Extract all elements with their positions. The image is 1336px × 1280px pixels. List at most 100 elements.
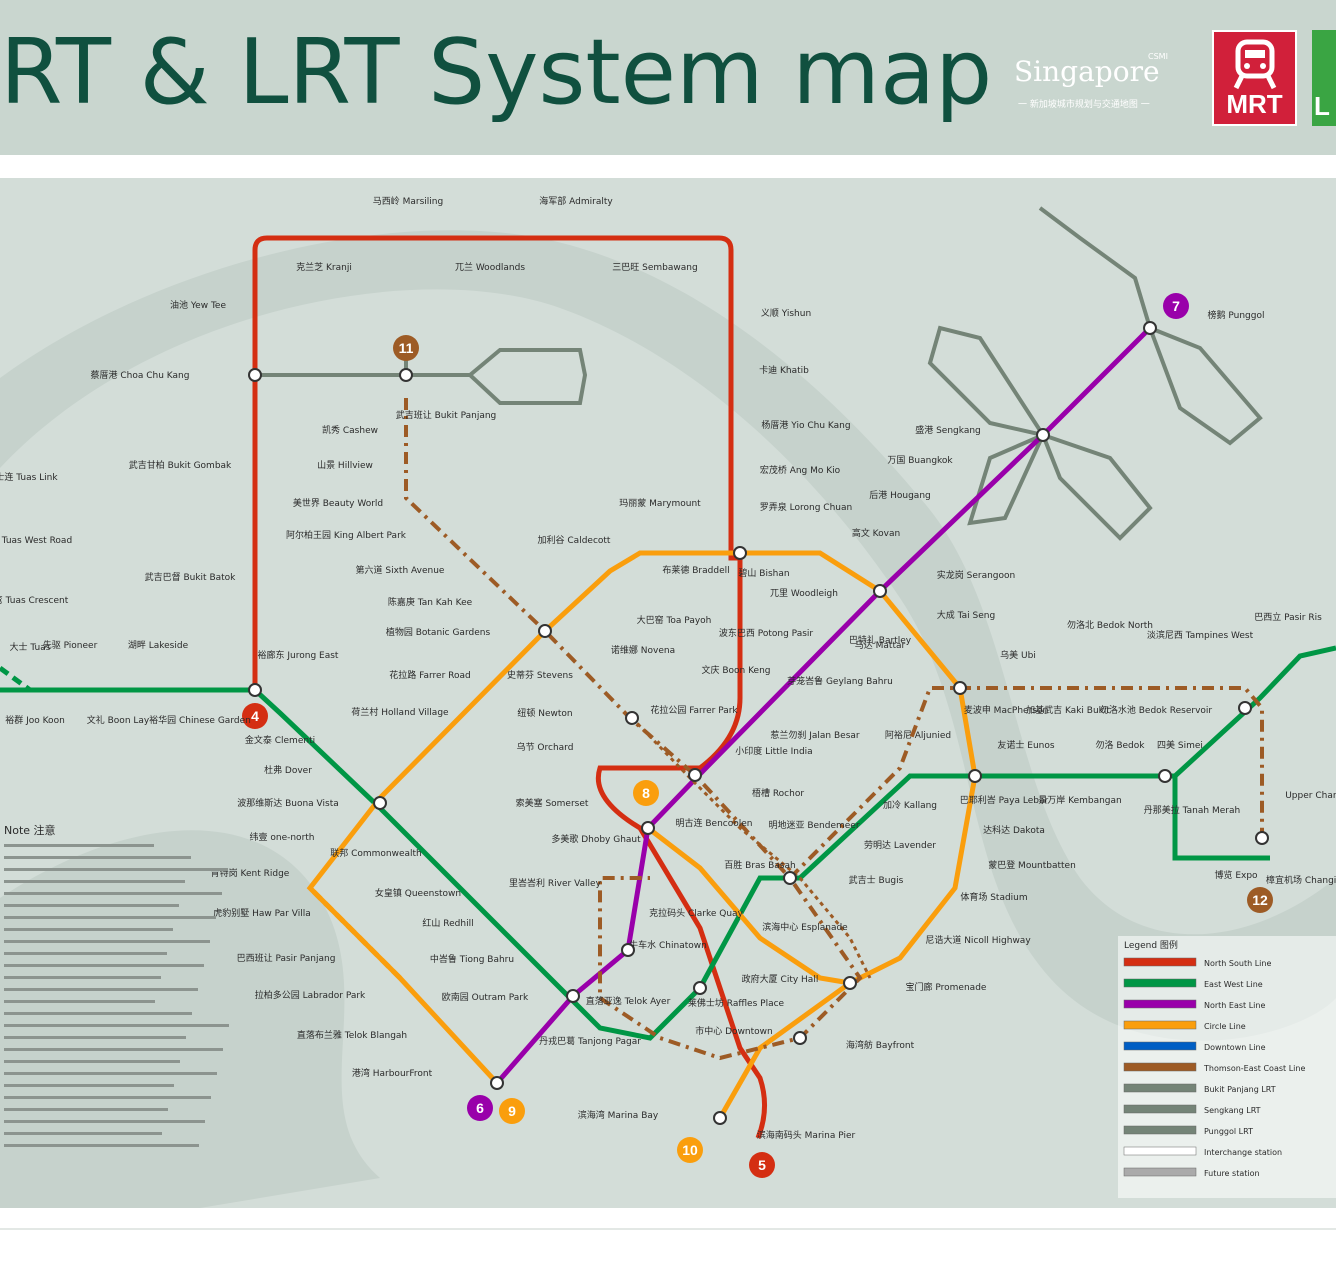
station-yishun[interactable]: 义顺 Yishun xyxy=(761,308,811,319)
station-woodlands[interactable]: 兀兰 Woodlands xyxy=(455,261,525,273)
north-east-line[interactable] xyxy=(495,326,1152,1085)
station-admiralty[interactable]: 海军部 Admiralty xyxy=(539,195,613,207)
station-mountbatten[interactable]: 蒙巴登 Mountbatten xyxy=(988,859,1076,871)
station-outram-park[interactable]: 欧南园 Outram Park xyxy=(442,991,529,1003)
station-kent-ridge[interactable]: 肯特岗 Kent Ridge xyxy=(211,867,290,879)
station-toa-payoh[interactable]: 大巴窑 Toa Payoh xyxy=(637,614,712,626)
station-pasir-ris[interactable]: 巴西立 Pasir Ris xyxy=(1254,611,1322,623)
station-queenstown[interactable]: 女皇镇 Queenstown xyxy=(375,887,461,899)
station-lakeside[interactable]: 湖畔 Lakeside xyxy=(128,639,189,651)
station-somerset[interactable]: 索美塞 Somerset xyxy=(516,797,589,809)
station-beauty-world[interactable]: 美世界 Beauty World xyxy=(293,497,383,509)
station-lavender[interactable]: 劳明达 Lavender xyxy=(864,839,936,851)
station-lorong-chuan[interactable]: 罗弄泉 Lorong Chuan xyxy=(760,501,852,513)
station-stevens[interactable]: 史蒂芬 Stevens xyxy=(507,669,573,681)
station-tanjong-pagar[interactable]: 丹戎巴葛 Tanjong Pagar xyxy=(539,1035,641,1047)
station-marina-south-pier[interactable]: 滨海南码头 Marina Pier xyxy=(757,1129,856,1141)
station-stadium[interactable]: 体育场 Stadium xyxy=(960,891,1027,903)
station-buangkok[interactable]: 万国 Buangkok xyxy=(887,455,953,466)
station-macpherson[interactable]: 麦波申 MacPherson xyxy=(964,704,1048,716)
station-woodleigh[interactable]: 兀里 Woodleigh xyxy=(770,588,838,599)
station-pasir-panjang[interactable]: 巴西班让 Pasir Panjang xyxy=(237,952,336,964)
station-joo-koon[interactable]: 裕群 Joo Koon xyxy=(5,714,65,726)
station-expo[interactable]: 博览 Expo xyxy=(1214,869,1258,881)
station-khatib[interactable]: 卡迪 Khatib xyxy=(759,364,809,376)
station-clarke-quay[interactable]: 克拉码头 Clarke Quay xyxy=(649,907,743,919)
station-boon-keng[interactable]: 文庆 Boon Keng xyxy=(701,664,770,676)
station-yio-chu-kang[interactable]: 杨厝港 Yio Chu Kang xyxy=(761,419,850,431)
station-novena[interactable]: 诺维娜 Novena xyxy=(611,644,675,656)
station-redhill[interactable]: 红山 Redhill xyxy=(422,917,473,929)
station-boon-lay[interactable]: 文礼 Boon Lay xyxy=(87,714,150,726)
station-tuas-west[interactable]: 大士西 Tuas West Road xyxy=(0,534,72,546)
station-dakota[interactable]: 达科达 Dakota xyxy=(983,824,1045,836)
station-geylang-bahru[interactable]: 芽笼峇鲁 Geylang Bahru xyxy=(787,675,893,687)
station-little-india[interactable]: 小印度 Little India xyxy=(735,745,812,757)
station-bedok-north[interactable]: 勿洛北 Bedok North xyxy=(1067,619,1153,631)
station-kranji[interactable]: 克兰芝 Kranji xyxy=(296,261,352,273)
station-bayfront[interactable]: 海湾舫 Bayfront xyxy=(846,1039,915,1051)
station-yew-tee[interactable]: 油池 Yew Tee xyxy=(170,299,226,311)
station-downtown[interactable]: 市中心 Downtown xyxy=(695,1025,772,1037)
station-jurong-east[interactable]: 裕廊东 Jurong East xyxy=(258,649,339,661)
station-potong-pasir[interactable]: 波东巴西 Potong Pasir xyxy=(719,627,814,639)
station-farrer-park[interactable]: 花拉公园 Farrer Park xyxy=(650,704,738,716)
sengkang-lrt[interactable] xyxy=(927,325,1047,526)
station-changi-airport[interactable]: 樟宜机场 Changi Airport xyxy=(1266,874,1336,886)
station-tanah-merah[interactable]: 丹那美拉 Tanah Merah xyxy=(1144,804,1240,816)
station-marina-bay[interactable]: 滨海湾 Marina Bay xyxy=(578,1109,659,1121)
station-bedok[interactable]: 勿洛 Bedok xyxy=(1095,739,1145,751)
station-bedok-reservoir[interactable]: 勿洛水池 Bedok Reservoir xyxy=(1100,704,1213,716)
station-cashew[interactable]: 凯秀 Cashew xyxy=(322,424,378,436)
station-aljunied[interactable]: 阿裕尼 Aljunied xyxy=(885,729,951,741)
station-farrer-road[interactable]: 花拉路 Farrer Road xyxy=(389,669,470,681)
station-raffles-place[interactable]: 莱佛士坊 Raffles Place xyxy=(688,997,785,1009)
station-kovan[interactable]: 高文 Kovan xyxy=(852,527,900,539)
station-newton[interactable]: 纽顿 Newton xyxy=(517,707,572,719)
station-bukit-batok[interactable]: 武吉巴督 Bukit Batok xyxy=(145,571,237,583)
station-buona-vista[interactable]: 波那维斯达 Buona Vista xyxy=(237,797,339,809)
station-botanic-gardens[interactable]: 植物园 Botanic Gardens xyxy=(386,626,491,638)
station-bras-basah[interactable]: 百胜 Bras Basah xyxy=(724,860,795,871)
station-tuas-crescent[interactable]: 大士弯 Tuas Crescent xyxy=(0,594,69,606)
station-one-north[interactable]: 纬壹 one-north xyxy=(250,831,315,843)
station-tan-kah-kee[interactable]: 陈嘉庚 Tan Kah Kee xyxy=(388,596,473,608)
station-dover[interactable]: 杜弗 Dover xyxy=(264,764,312,776)
station-bishan[interactable]: 碧山 Bishan xyxy=(738,567,789,579)
station-hillview[interactable]: 山景 Hillview xyxy=(317,460,373,471)
station-sembawang[interactable]: 三巴旺 Sembawang xyxy=(612,262,697,273)
station-tai-seng[interactable]: 大成 Tai Seng xyxy=(937,609,995,621)
station-haw-par-villa[interactable]: 虎豹别墅 Haw Par Villa xyxy=(213,907,310,919)
station-telok-ayer[interactable]: 直落亚逸 Telok Ayer xyxy=(586,995,671,1007)
station-nicoll-highway[interactable]: 尼诰大道 Nicoll Highway xyxy=(925,934,1031,946)
station-marymount[interactable]: 玛丽蒙 Marymount xyxy=(619,497,701,509)
station-pioneer[interactable]: 先驱 Pioneer xyxy=(43,639,98,651)
station-ubi[interactable]: 乌美 Ubi xyxy=(1000,649,1036,661)
station-bugis[interactable]: 武吉士 Bugis xyxy=(849,874,904,886)
station-chinatown[interactable]: 牛车水 Chinatown xyxy=(629,939,707,951)
station-marsiling[interactable]: 马西岭 Marsiling xyxy=(373,195,443,207)
station-bukit-gombak[interactable]: 武吉甘柏 Bukit Gombak xyxy=(129,459,232,471)
station-promenade[interactable]: 宝门廊 Promenade xyxy=(906,981,987,993)
station-labrador-park[interactable]: 拉柏多公园 Labrador Park xyxy=(255,989,366,1001)
station-orchard[interactable]: 乌节 Orchard xyxy=(517,741,574,753)
station-simei[interactable]: 四美 Simei xyxy=(1157,739,1203,751)
station-serangoon[interactable]: 实龙岗 Serangoon xyxy=(937,569,1015,581)
station-tampines-west[interactable]: 淡滨尼西 Tampines West xyxy=(1147,629,1254,641)
station-bartley[interactable]: 巴特礼 Bartley xyxy=(849,634,912,646)
station-city-hall[interactable]: 政府大厦 City Hall xyxy=(742,973,819,985)
thomson-east-coast-line[interactable] xyxy=(630,716,872,979)
station-punggol[interactable]: 榜鹅 Punggol xyxy=(1208,309,1265,321)
station-paya-lebar[interactable]: 巴耶利峇 Paya Lebar xyxy=(960,794,1049,806)
station-tiong-bahru[interactable]: 中峇鲁 Tiong Bahru xyxy=(430,953,514,965)
station-bendemeer[interactable]: 明地迷亚 Bendemeer xyxy=(768,819,859,831)
station-river-valley[interactable]: 里峇峇利 River Valley xyxy=(509,877,602,889)
station-upper-changi[interactable]: Upper Changi xyxy=(1285,791,1336,801)
station-caldecott[interactable]: 加利谷 Caldecott xyxy=(538,534,611,546)
bukit-panjang-lrt[interactable] xyxy=(255,343,588,405)
station-esplanade[interactable]: 滨海中心 Esplanade xyxy=(762,921,848,933)
station-clementi[interactable]: 金文泰 Clementi xyxy=(245,734,315,746)
station-kaki-bukit[interactable]: 加基武吉 Kaki Bukit xyxy=(1026,704,1110,716)
punggol-lrt[interactable] xyxy=(1038,206,1263,541)
